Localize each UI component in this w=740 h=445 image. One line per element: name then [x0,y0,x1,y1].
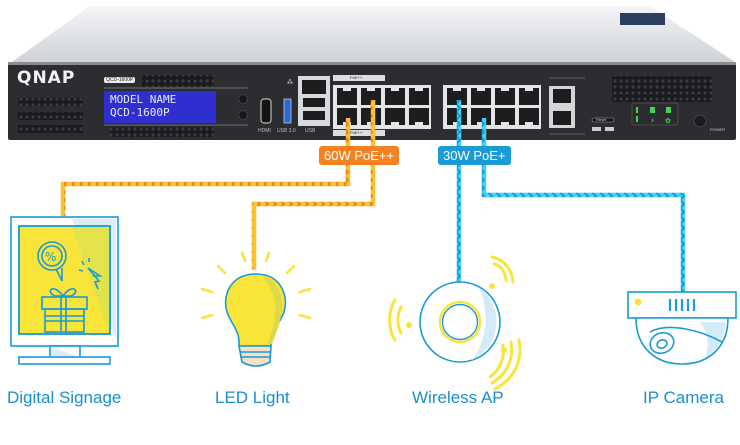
light-bulb-icon [200,251,312,367]
usb-port [303,98,325,107]
digital-signage-icon: % [10,216,119,365]
vent-grille [18,125,83,133]
svg-text:%: % [45,250,56,264]
usb-label: USB [305,128,316,134]
device-label-led-light: LED Light [215,388,290,407]
vent-grille [110,127,214,137]
wireless-ap-icon [388,255,522,391]
status-led-panel: ⚡ ✿ [631,102,679,126]
lcd-screen [104,91,216,123]
rj45-port [495,108,515,125]
poe-bottom-label: PoE++ [350,130,363,135]
device-label-digital-signage: Digital Signage [7,388,122,407]
poe-top-label: PoE++ [350,75,363,80]
rj45-port [361,88,381,105]
hdmi-port [260,98,272,124]
brand-logo: QNAP [17,68,76,88]
vent-grille [142,75,214,87]
vent-grille [18,112,83,120]
device-label-ip-camera: IP Camera [643,388,724,407]
rj45-port [495,88,515,105]
rj45-port [409,88,429,105]
usb3-label: USB 3.0 [277,128,296,134]
ip-camera-icon [627,291,737,365]
svg-text:⚡: ⚡ [650,117,655,125]
lcd-line-1: MODEL NAME [110,93,177,106]
usb-port [303,111,325,120]
lcd-enter-button[interactable] [238,110,248,120]
rj45-port [385,88,405,105]
serial-label-sticker [620,13,665,25]
vent-grille [612,76,712,102]
rj45-port [519,108,539,125]
poe-plus-badge: 30W PoE+ [438,146,511,165]
switch-top-surface [12,6,735,62]
rj45-port [337,108,357,125]
rj45-port [447,88,467,105]
hdmi-label: HDMI [258,128,271,134]
rj45-port [409,108,429,125]
rj45-port [337,88,357,105]
power-label: POWER [710,127,726,132]
cable-ip-camera [481,118,686,292]
model-tag: QCD-1600P [104,77,136,83]
power-button[interactable] [693,114,707,128]
lcd-select-button[interactable] [238,94,248,104]
reset-button[interactable] [591,117,615,123]
network-icon: ⁂ [287,79,293,86]
lcd-display: MODEL NAME QCD-1600P [110,93,176,119]
rj45-port [471,88,491,105]
rj45-port [519,88,539,105]
rj45-port [385,108,405,125]
vent-grille [18,98,83,106]
usb3-port [283,98,292,124]
lcd-line-2: QCD-1600P [110,106,170,119]
device-label-wireless-ap: Wireless AP [412,388,504,407]
reset-label: Reset [596,117,607,122]
console-port [592,127,601,131]
svg-text:✿: ✿ [665,117,671,125]
poe-plus-plus-badge: 60W PoE++ [319,146,400,165]
